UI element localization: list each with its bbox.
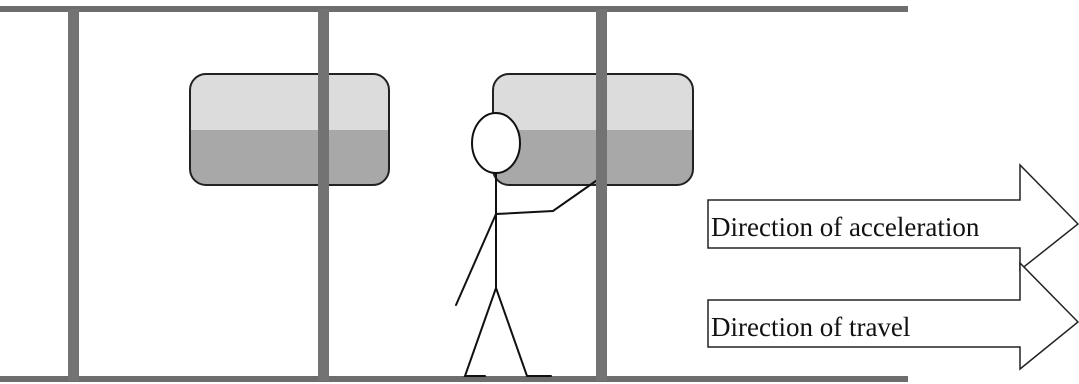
pole-1: [68, 9, 79, 381]
acceleration-arrow: Direction of acceleration: [707, 163, 1079, 272]
ceiling-rail: [0, 6, 908, 12]
window-right: [492, 73, 694, 186]
pole-2: [318, 9, 329, 381]
floor-rail: [0, 376, 908, 382]
figure-leg-left: [463, 287, 497, 377]
figure-leg-right: [495, 287, 552, 377]
travel-arrow-label: Direction of travel: [711, 312, 910, 342]
stick-figure: [455, 112, 604, 377]
window-left: [189, 73, 390, 186]
figure-arm-lower: [455, 213, 497, 306]
acceleration-arrow-label: Direction of acceleration: [711, 212, 980, 242]
pole-3: [596, 9, 607, 381]
travel-arrow: Direction of travel: [707, 261, 1079, 371]
figure-head: [471, 112, 521, 174]
figure-arm-raised: [495, 175, 604, 215]
